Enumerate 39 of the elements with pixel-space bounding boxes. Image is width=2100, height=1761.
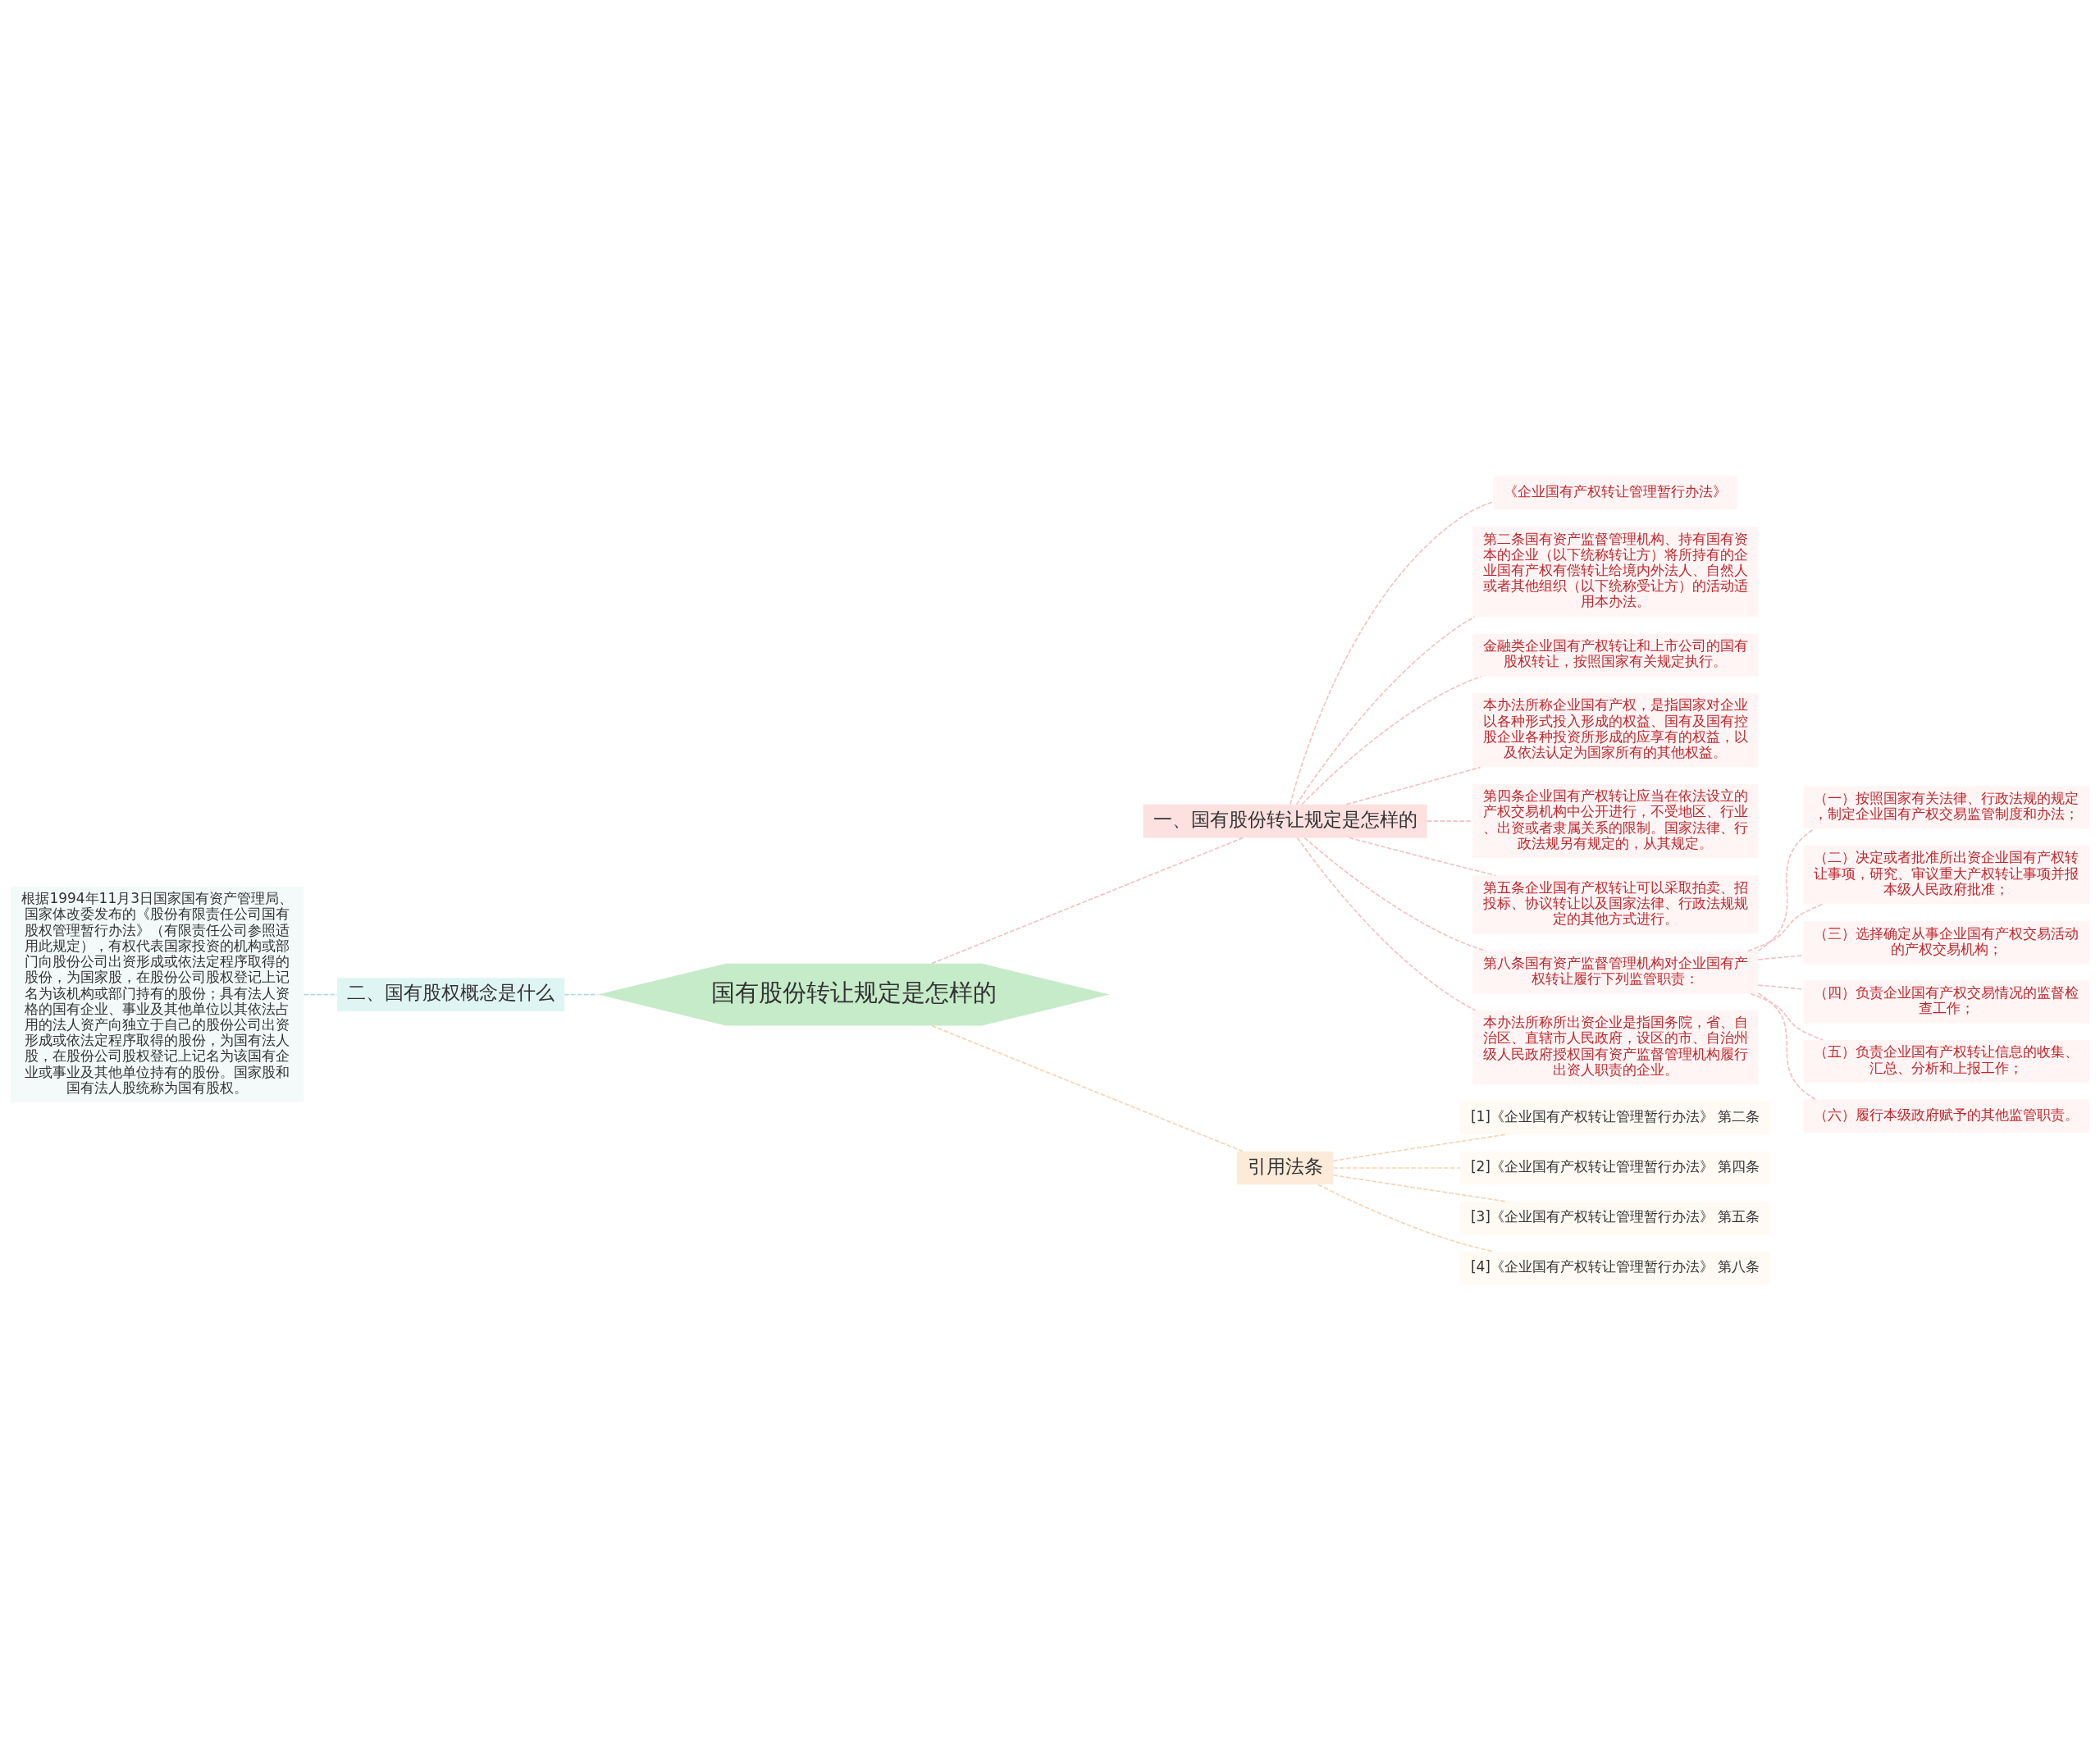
node-box: [4]《企业国有产权转让管理暂行办法》 第八条: [1460, 1251, 1770, 1285]
node-box: 本办法所称企业国有产权，是指国家对企业以各种形式投入形成的权益、国有及国有控股企业各种投资所形成的应享有的权益，以及依法认定为国家所有的其他权益。: [1472, 693, 1759, 768]
connector: [1349, 837, 1496, 877]
connector: [303, 993, 338, 996]
connector: [931, 837, 1244, 965]
node-box: 金融类企业国有产权转让和上市公司的国有股权转让，按照国家有关规定执行。: [1472, 633, 1759, 677]
node-box: （六）履行本级政府赋予的其他监管职责。: [1803, 1099, 2089, 1134]
connector: [1747, 903, 1824, 952]
connector: [1750, 992, 1824, 1041]
connector: [1332, 1134, 1506, 1162]
node-box: 根据1994年11月3日国家国有资产管理局、国家体改委发布的《股份有限责任公司国有股权管理暂行办法》（有限责任公司参照适用此规定），有权代表国家投资的机构或部门向股份公司出资形成或依法定程序取得的股份，为国家股，在股份公司股权登记上记名为该机构或部门持有的股份；具有法人资格的国有企业、事业及其他单位以其依法占用的法人资产向独立于自己的股份公司出资形成或依法定程序取得的股份，为国有法人股，在股份公司股权登记上记名为该国有企业或事业及其他单位持有的股份。国家股和国有法人股统称为国有股权。: [11, 886, 304, 1103]
node-box: （一）按照国家有关法律、行政法规的规定，制定企业国有产权交易监管制度和办法；: [1803, 786, 2089, 829]
connector: [1303, 837, 1487, 952]
node-box: 一、国有股份转让规定是怎样的: [1143, 804, 1427, 838]
connector: [1757, 992, 1816, 1100]
connector: [1345, 766, 1481, 805]
node-box: 第八条国有资产监督管理机构对企业国有产权转让履行下列监管职责：: [1472, 951, 1759, 994]
node-box: [3]《企业国有产权转让管理暂行办法》 第五条: [1460, 1201, 1770, 1235]
connector: [1290, 501, 1494, 805]
connector: [1757, 828, 1815, 952]
node-box: （五）负责企业国有产权转让信息的收集、汇总、分析和上报工作；: [1803, 1040, 2089, 1083]
node-box: 本办法所称所出资企业是指国务院，省、自治区、直辖市人民政府，设区的市、自治州级人民政府授权国有资产监督管理机构履行出资人职责的企业。: [1472, 1010, 1759, 1085]
node-box: [2]《企业国有产权转让管理暂行办法》 第四条: [1460, 1151, 1770, 1185]
connector: [1296, 837, 1477, 1011]
connector: [931, 1024, 1244, 1152]
connector: [1301, 676, 1482, 805]
connector: [1332, 1167, 1461, 1169]
connector: [1332, 1174, 1506, 1202]
connector: [1317, 1184, 1495, 1252]
connector: [564, 993, 599, 996]
node-box: 第五条企业国有产权转让可以采取拍卖、招投标、协议转让以及国家法律、行政法规规定的其他方式进行。: [1472, 875, 1759, 934]
connector: [1295, 616, 1476, 805]
node-box: （二）决定或者批准所出资企业国有产权转让事项，研究、审议重大产权转让事项并报本级人民政府批准；: [1803, 846, 2089, 905]
node-box: 二、国有股权概念是什么: [337, 978, 565, 1011]
node-box: 引用法条: [1236, 1151, 1334, 1185]
connector: [1426, 820, 1473, 822]
node-box: [1]《企业国有产权转让管理暂行办法》 第二条: [1460, 1101, 1770, 1135]
node-box: 第二条国有资产监督管理机构、持有国有资本的企业（以下统称转让方）将所持有的企业国有产权有偿转让给境内外法人、自然人或者其他组织（以下统称受让方）的活动适用本办法。: [1472, 527, 1759, 617]
node-box: 《企业国有产权转让管理暂行办法》: [1493, 476, 1737, 510]
